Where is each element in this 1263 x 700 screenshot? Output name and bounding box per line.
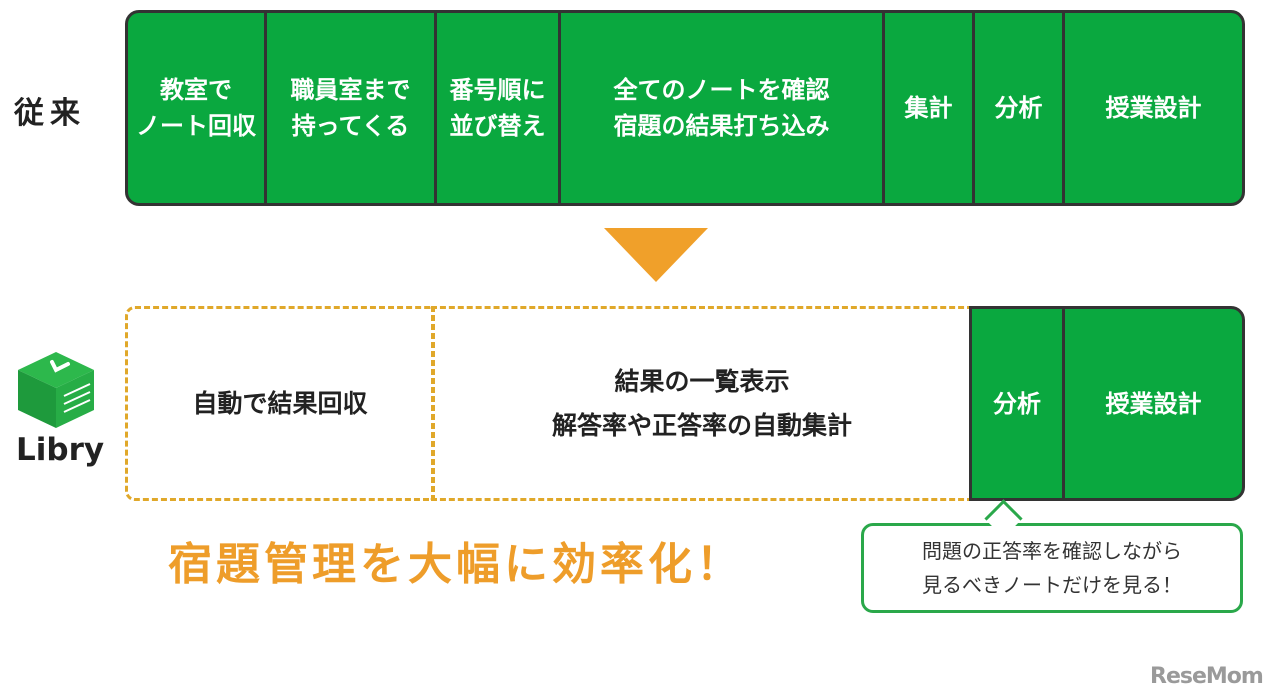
legacy-step-collect-notes: 教室で ノート回収: [136, 76, 256, 140]
legacy-step-check-and-input: 全てのノートを確認 宿題の結果打ち込み: [558, 13, 882, 203]
legacy-step-bring-to-staffroom: 職員室まで 持ってくる: [264, 13, 434, 203]
libry-step-auto-collect: 自動で結果回収: [125, 306, 435, 501]
callout-note: 問題の正答率を確認しながら 見るべきノートだけを見る！: [861, 523, 1243, 613]
resemom-watermark: ReseMom: [1150, 664, 1263, 689]
legacy-step-tally: 集計: [882, 13, 972, 203]
libry-row-label: Libry: [16, 432, 105, 468]
libry-step-auto-tally: 結果の一覧表示 解答率や正答率の自動集計: [431, 306, 973, 501]
libry-step-analysis: 分析: [993, 389, 1041, 418]
legacy-step-analysis: 分析: [972, 13, 1062, 203]
libry-process-bar: 分析 授業設計: [969, 306, 1245, 501]
headline: 宿題管理を大幅に効率化！: [168, 539, 744, 590]
libry-step-lesson-design: 授業設計: [1062, 309, 1242, 498]
libry-logo-icon: [18, 352, 94, 428]
down-arrow-icon: [604, 228, 708, 282]
legacy-step-sort: 番号順に 並び替え: [434, 13, 558, 203]
legacy-row-label: 従来: [14, 96, 86, 131]
legacy-process-bar: 教室で ノート回収 職員室まで 持ってくる 番号順に 並び替え 全てのノートを確…: [125, 10, 1245, 206]
legacy-step-lesson-design: 授業設計: [1062, 13, 1242, 203]
